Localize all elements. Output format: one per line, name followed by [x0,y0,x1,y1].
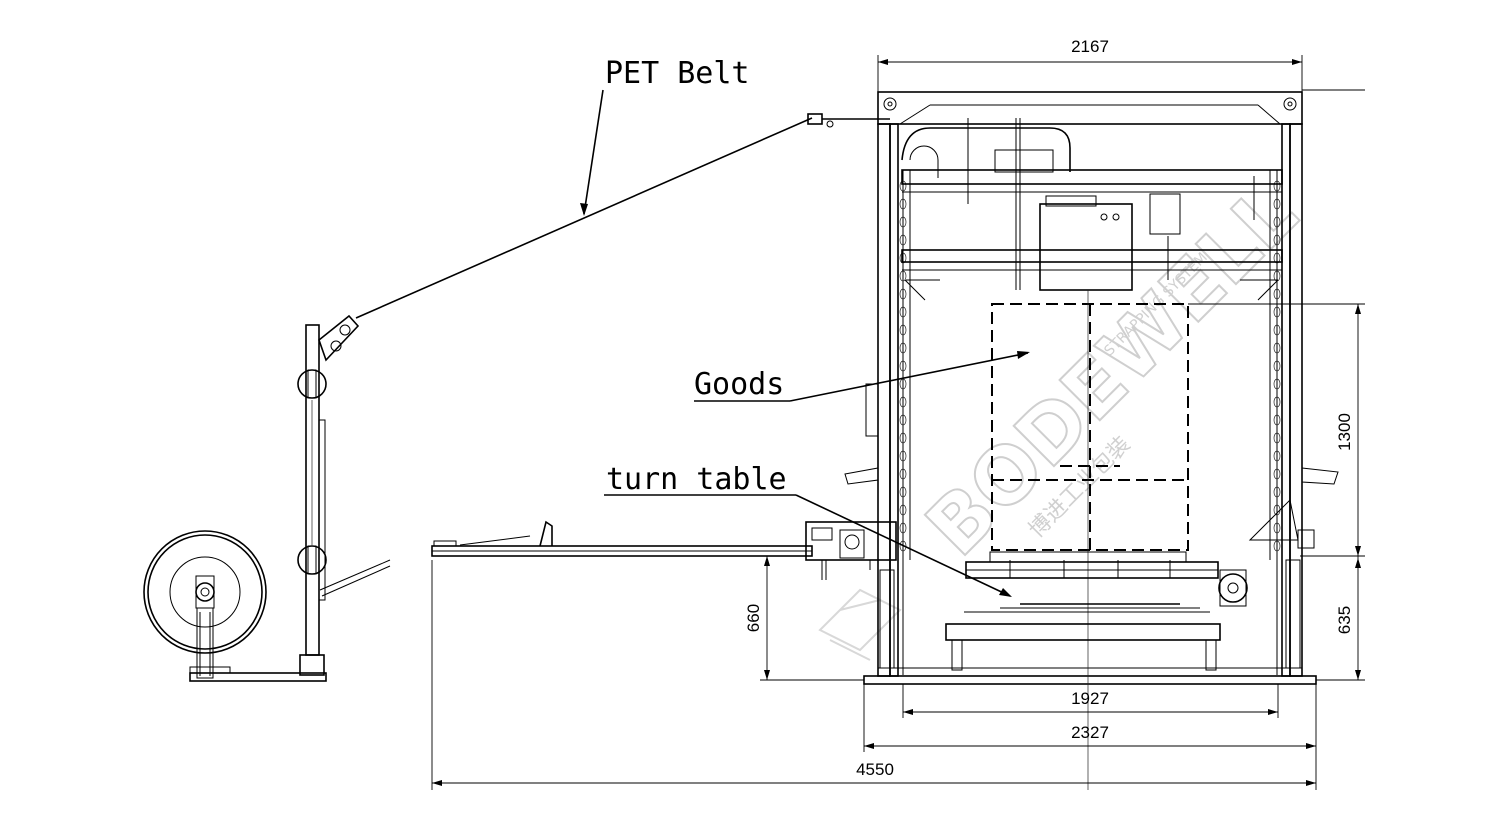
chain-link [899,216,907,228]
chain-link [1273,486,1281,498]
chain-link [899,450,907,462]
label-goods: Goods [694,367,784,402]
chain-link [899,324,907,336]
chain-link [1273,378,1281,390]
chain-link [899,234,907,246]
chain-link [1273,216,1281,228]
dim-table-height-left: 660 [744,604,763,632]
dim-base-inner: 1927 [1071,689,1109,708]
callouts: PET Belt Goods turn table [580,56,1030,597]
chain-link [899,486,907,498]
belt-reel [143,530,327,682]
chain-link [1273,342,1281,354]
label-turn-table: turn table [606,462,787,497]
chain-link [899,468,907,480]
watermark-brand: BODEWELL [910,169,1315,574]
chain-link [1273,306,1281,318]
chain-link [899,180,907,192]
watermark: BODEWELL STRAPPING SYSTEM 博进工业包装 [818,168,1316,661]
dim-table-height-right: 635 [1335,606,1354,634]
chain-link [1273,360,1281,372]
chain-link [899,288,907,300]
turn-table [945,551,1248,671]
dimension-lines: 2167 1300 635 660 1927 2327 4550 [431,37,1365,790]
chain-link [899,306,907,318]
chain-link [1273,324,1281,336]
chain-link [899,342,907,354]
chain-link [1273,432,1281,444]
chain-link [1273,288,1281,300]
chain-link [899,432,907,444]
chain-link [1273,252,1281,264]
chain-link [1273,468,1281,480]
dim-goods-height: 1300 [1335,413,1354,451]
chain-link [1273,522,1281,534]
dim-top-width: 2167 [1071,37,1109,56]
label-pet-belt: PET Belt [605,56,750,91]
chain-link [1273,198,1281,210]
chain-link [899,270,907,282]
chain-link [1273,450,1281,462]
chain-link [899,504,907,516]
chain-link [899,522,907,534]
feed-arm [431,520,897,580]
goods-outline [991,290,1189,790]
chain-link [1273,540,1281,552]
chain-link [899,198,907,210]
main-frame [844,91,1339,685]
chain-link [899,396,907,408]
chain-link [899,414,907,426]
chain-link [1273,414,1281,426]
pet-belt-path [355,113,890,319]
chain-link [899,540,907,552]
chain-link [1273,180,1281,192]
chain-link [1273,396,1281,408]
chain-link [899,252,907,264]
tension-post [297,314,391,676]
dim-total-length: 4550 [856,760,894,779]
chain-link [1273,234,1281,246]
dim-base-outer: 2327 [1071,723,1109,742]
chain-link [899,360,907,372]
